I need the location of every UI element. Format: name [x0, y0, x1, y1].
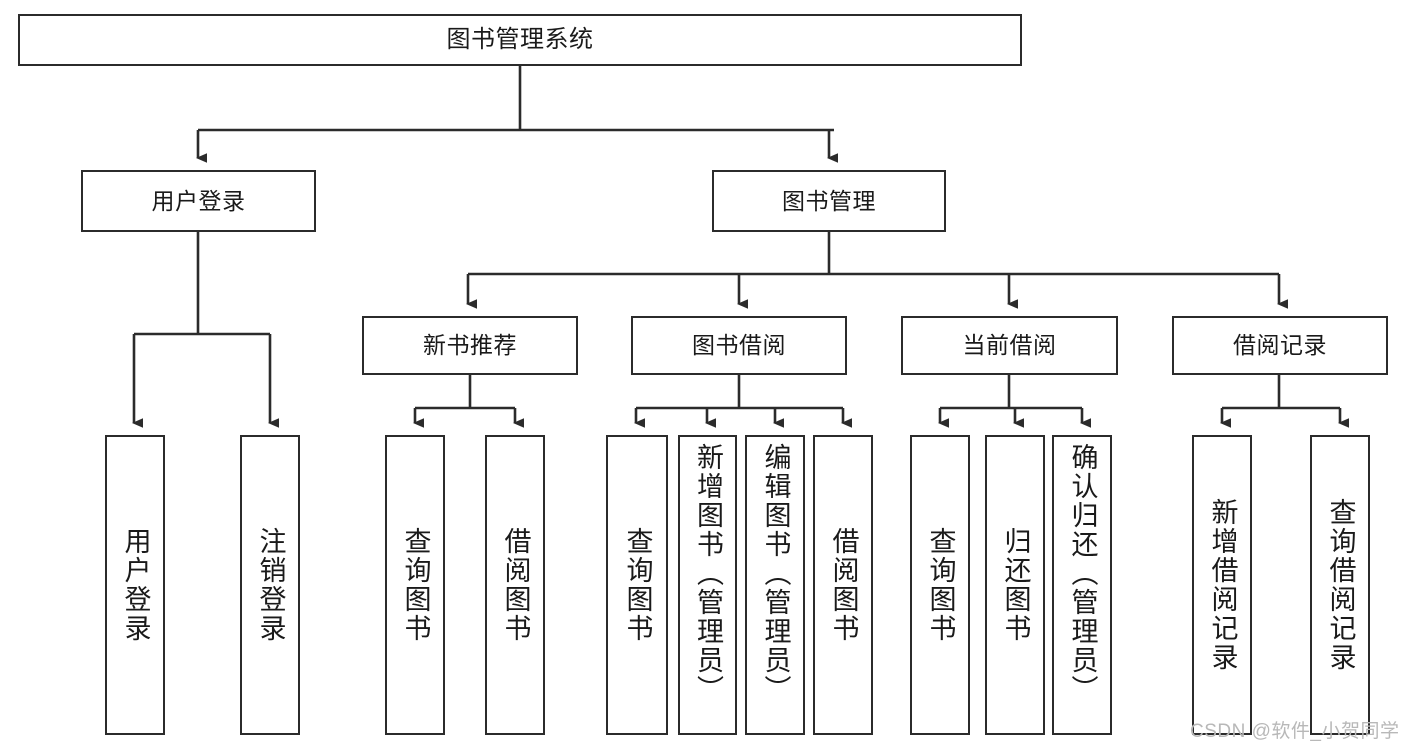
- node-book-borrow[interactable]: 图书借阅: [631, 316, 847, 375]
- node-current-borrow-label: 当前借阅: [962, 332, 1057, 359]
- node-leaf-query-book-2-label: 查询图书: [622, 527, 653, 643]
- node-leaf-add-book-label: 新增图书（管理员）: [693, 443, 723, 704]
- node-new-book-rec-label: 新书推荐: [423, 332, 517, 359]
- node-leaf-borrow-book-2[interactable]: 借阅图书: [813, 435, 873, 735]
- node-book-manage[interactable]: 图书管理: [712, 170, 946, 232]
- node-leaf-query-record[interactable]: 查询借阅记录: [1310, 435, 1370, 735]
- node-user-login-label: 用户登录: [151, 187, 246, 214]
- node-leaf-borrow-book-1[interactable]: 借阅图书: [485, 435, 545, 735]
- node-leaf-add-record-label: 新增借阅记录: [1207, 498, 1238, 672]
- node-root[interactable]: 图书管理系统: [18, 14, 1022, 66]
- node-user-login[interactable]: 用户登录: [81, 170, 316, 232]
- node-leaf-user-login-label: 用户登录: [120, 527, 151, 643]
- node-leaf-borrow-book-2-label: 借阅图书: [828, 527, 859, 643]
- node-leaf-logout[interactable]: 注销登录: [240, 435, 300, 735]
- node-leaf-query-book-3[interactable]: 查询图书: [910, 435, 970, 735]
- node-current-borrow[interactable]: 当前借阅: [901, 316, 1118, 375]
- node-book-manage-label: 图书管理: [782, 187, 876, 214]
- node-leaf-query-book-1[interactable]: 查询图书: [385, 435, 445, 735]
- node-leaf-logout-label: 注销登录: [255, 527, 286, 643]
- node-leaf-query-book-3-label: 查询图书: [925, 527, 956, 643]
- csdn-watermark: CSDN @软件_小贺同学: [1190, 721, 1400, 742]
- node-borrow-record-label: 借阅记录: [1233, 332, 1327, 359]
- node-root-label: 图书管理系统: [446, 26, 594, 54]
- node-leaf-confirm-return-label: 确认归还（管理员）: [1067, 443, 1098, 704]
- node-leaf-user-login[interactable]: 用户登录: [105, 435, 165, 735]
- node-leaf-borrow-book-1-label: 借阅图书: [500, 527, 531, 643]
- node-book-borrow-label: 图书借阅: [692, 332, 786, 359]
- node-leaf-confirm-return[interactable]: 确认归还（管理员）: [1052, 435, 1112, 735]
- node-new-book-rec[interactable]: 新书推荐: [362, 316, 578, 375]
- node-leaf-return-book-label: 归还图书: [1000, 527, 1031, 643]
- node-borrow-record[interactable]: 借阅记录: [1172, 316, 1388, 375]
- node-leaf-add-book[interactable]: 新增图书（管理员）: [678, 435, 737, 735]
- node-leaf-query-book-1-label: 查询图书: [400, 527, 431, 643]
- node-leaf-query-record-label: 查询借阅记录: [1325, 498, 1356, 672]
- node-leaf-edit-book[interactable]: 编辑图书（管理员）: [745, 435, 805, 735]
- node-leaf-add-record[interactable]: 新增借阅记录: [1192, 435, 1252, 735]
- node-leaf-return-book[interactable]: 归还图书: [985, 435, 1045, 735]
- node-leaf-edit-book-label: 编辑图书（管理员）: [760, 443, 791, 704]
- node-leaf-query-book-2[interactable]: 查询图书: [606, 435, 668, 735]
